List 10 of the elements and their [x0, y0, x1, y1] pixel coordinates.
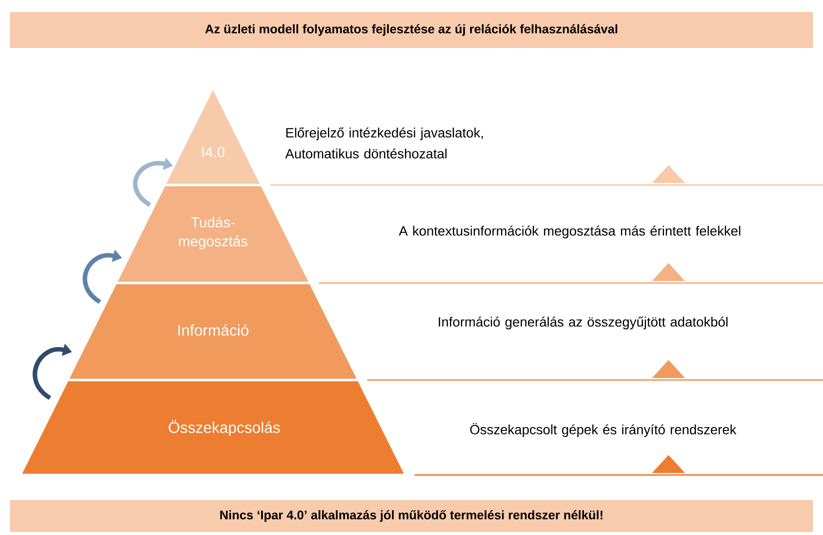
- description-text: Előrejelző intézkedési javaslatok, Automatikus döntéshozatal: [285, 128, 483, 158]
- banner-band: Az üzleti modell folyamatos fejlesztése az új relációk felhasználásával: [10, 12, 813, 48]
- pyramid-layer: I4.0: [166, 90, 260, 184]
- description-text: A kontextusinformációk megosztása más érintett felekkel: [398, 226, 740, 238]
- description-text: Összekapcsolt gépek és irányító rendszerek: [470, 422, 736, 438]
- pyramid-layer: Tudás-megosztás: [118, 186, 308, 282]
- description-text: Információ generálás az összegyűjtött adatokból: [438, 316, 728, 330]
- pyramid-layer: Összekapcsolás: [22, 381, 404, 474]
- banner-band: Nincs ‘Ipar 4.0’ alkalmazás jól működő termelési rendszer nélkül!: [10, 500, 813, 532]
- pyramid-layer: Információ: [69, 284, 357, 379]
